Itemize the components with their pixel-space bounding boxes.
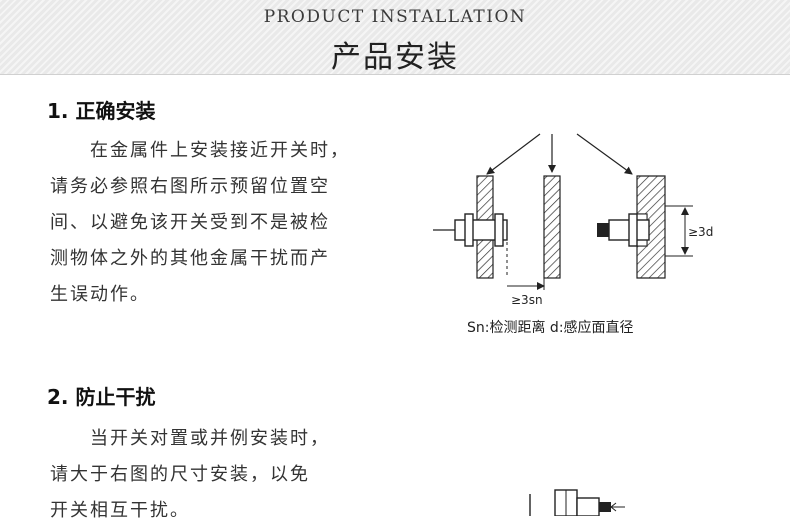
right-sensor-cable [597, 223, 609, 237]
target-plate [543, 175, 561, 279]
left-sensor-nut [464, 213, 474, 247]
section1-title: 1. 正确安装 [47, 99, 156, 123]
section1-line: 生误动作。 [50, 284, 150, 305]
interference-diagram-partial [529, 489, 625, 516]
arrow-tip [610, 502, 617, 512]
header-banner: PRODUCT INSTALLATION 产品安装 [0, 0, 790, 75]
right-sensor-nut [628, 213, 638, 247]
left-sensor-nut [494, 213, 504, 247]
sensor-cable [599, 502, 611, 512]
installation-diagram: ≥3sn ≥3d Sn:检测距离 d:感应面直径 [433, 133, 713, 336]
section1-line: 请务必参照右图所示预留位置空 [50, 176, 330, 197]
banner-title-cn: 产品安装 [331, 40, 459, 75]
section1-line: 测物体之外的其他金属干扰而产 [50, 248, 330, 269]
arrow-left [486, 133, 541, 175]
section1-line: 间、以避免该开关受到不是被检 [50, 212, 330, 233]
section1-paragraph: 在金属件上安装接近开关时， 请务必参照右图所示预留位置空 间、以避免该开关受到不… [50, 133, 380, 313]
section1-line: 在金属件上安装接近开关时， [50, 140, 350, 161]
banner-title-en: PRODUCT INSTALLATION [263, 7, 527, 27]
arrow-right [576, 133, 633, 175]
section2-paragraph: 当开关对置或并例安装时， 请大于右图的尺寸安装，以免 开关相互干扰。 [50, 421, 380, 529]
section2-title: 2. 防止干扰 [47, 385, 156, 409]
section2-line: 请大于右图的尺寸安装，以免 [50, 464, 310, 485]
section2-line: 当开关对置或并例安装时， [50, 428, 330, 449]
sensor-body [576, 497, 600, 516]
diagram-caption: Sn:检测距离 d:感应面直径 [467, 319, 634, 336]
section2-line: 开关相互干扰。 [50, 500, 190, 521]
label-3sn: ≥3sn [511, 293, 543, 307]
label-3d: ≥3d [688, 225, 713, 239]
